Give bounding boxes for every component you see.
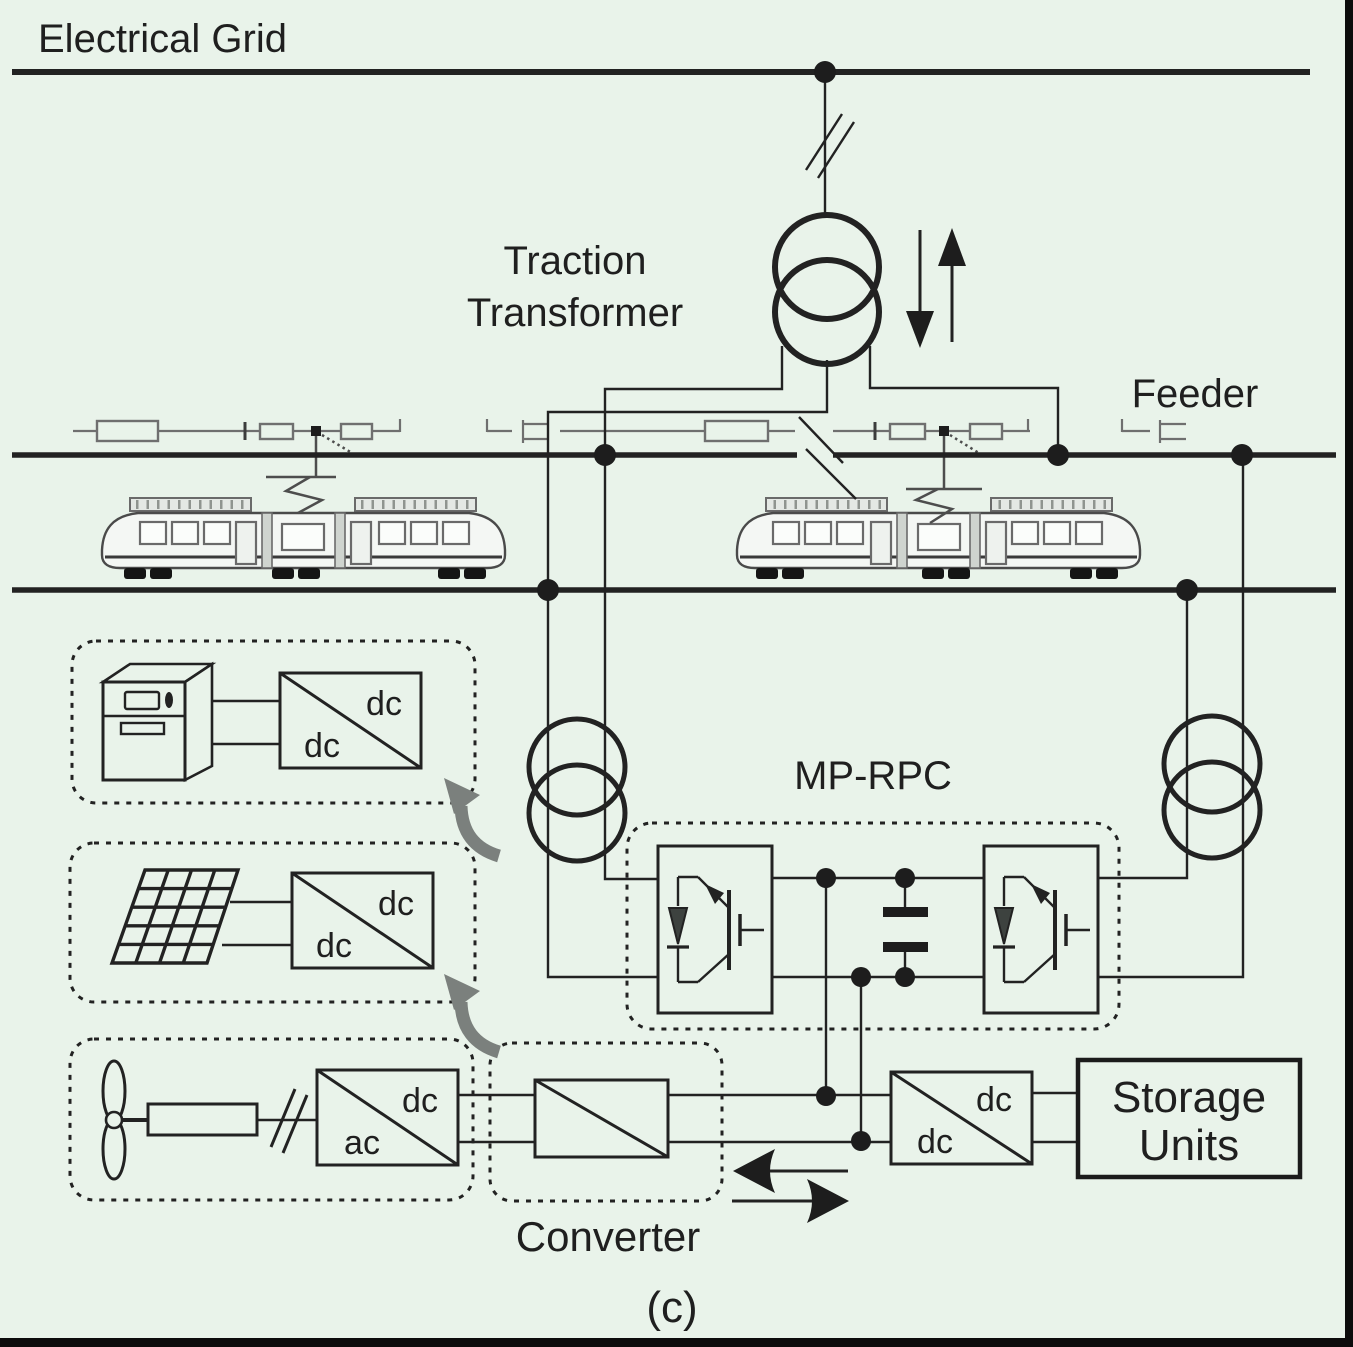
traction-transformer-icon bbox=[772, 212, 882, 367]
mp-rpc-dashed-box bbox=[625, 821, 1121, 1031]
feeder-drop-right bbox=[1098, 455, 1245, 979]
catenary-right-section bbox=[833, 419, 1186, 443]
solar-dcdc-top-label: dc bbox=[378, 885, 414, 923]
transformer-center-tap bbox=[546, 360, 829, 979]
mp-rpc-label: MP-RPC bbox=[794, 754, 952, 798]
converter-label: Converter bbox=[516, 1213, 700, 1260]
ev-charger-dashed-box bbox=[70, 639, 477, 805]
solar-panel-icon bbox=[109, 868, 241, 965]
power-flow-right-arrow bbox=[732, 1179, 849, 1223]
bidirectional-arrow-icon bbox=[906, 228, 966, 348]
catenary-left-section bbox=[73, 419, 547, 443]
rail-drop-right bbox=[1098, 590, 1189, 880]
storage-dcdc-top-label: dc bbox=[976, 1081, 1012, 1119]
mp-rpc-converter-right bbox=[982, 844, 1100, 1015]
catenary-support-point bbox=[311, 426, 321, 436]
pantograph-icon bbox=[906, 433, 983, 525]
wind-break-slashes bbox=[269, 1088, 309, 1154]
wind-dashed-box bbox=[68, 1037, 475, 1202]
converter-dashed-box bbox=[488, 1041, 724, 1203]
figure-caption: (c) bbox=[646, 1283, 697, 1332]
catenary-support-point bbox=[939, 426, 949, 436]
junction-dots bbox=[537, 61, 1253, 1151]
traction-transformer-label-line1: Traction bbox=[503, 239, 646, 283]
wind-dcac-top-label: dc bbox=[402, 1082, 438, 1120]
storage-units-box bbox=[1075, 1057, 1303, 1180]
ev-dcdc-top-label: dc bbox=[366, 685, 402, 723]
storage-dcdc-bottom-label: dc bbox=[917, 1123, 953, 1161]
ev-dcdc-bottom-label: dc bbox=[304, 727, 340, 765]
voltage-break-slashes bbox=[804, 113, 856, 179]
catenary-middle-section bbox=[560, 419, 795, 443]
solar-dcdc-bottom-label: dc bbox=[316, 927, 352, 965]
figure-border-right bbox=[1345, 0, 1353, 1347]
mp-rpc-converter-left bbox=[656, 844, 774, 1015]
wind-dcac-bottom-label: ac bbox=[344, 1124, 380, 1162]
feeder-drop-left bbox=[603, 455, 658, 881]
section-break-slashes bbox=[798, 416, 857, 500]
electrical-grid-label: Electrical Grid bbox=[38, 17, 287, 61]
power-flow-left-arrow bbox=[733, 1149, 848, 1193]
feeder-label: Feeder bbox=[1132, 372, 1259, 416]
figure-border-bottom bbox=[0, 1338, 1353, 1347]
wind-turbine-icon bbox=[101, 1059, 259, 1181]
ev-charger-icon bbox=[98, 661, 217, 783]
solar-dashed-box bbox=[68, 841, 477, 1004]
traction-transformer-label-line2: Transformer bbox=[467, 291, 683, 335]
central-converter-box bbox=[533, 1078, 670, 1159]
storage-units-label-line2: Units bbox=[1139, 1121, 1239, 1170]
transformer-left-tap bbox=[603, 346, 784, 452]
storage-dc-dc-box bbox=[889, 1070, 1034, 1166]
transformer-right-tap bbox=[868, 346, 1060, 452]
storage-units-label-line1: Storage bbox=[1112, 1073, 1266, 1122]
